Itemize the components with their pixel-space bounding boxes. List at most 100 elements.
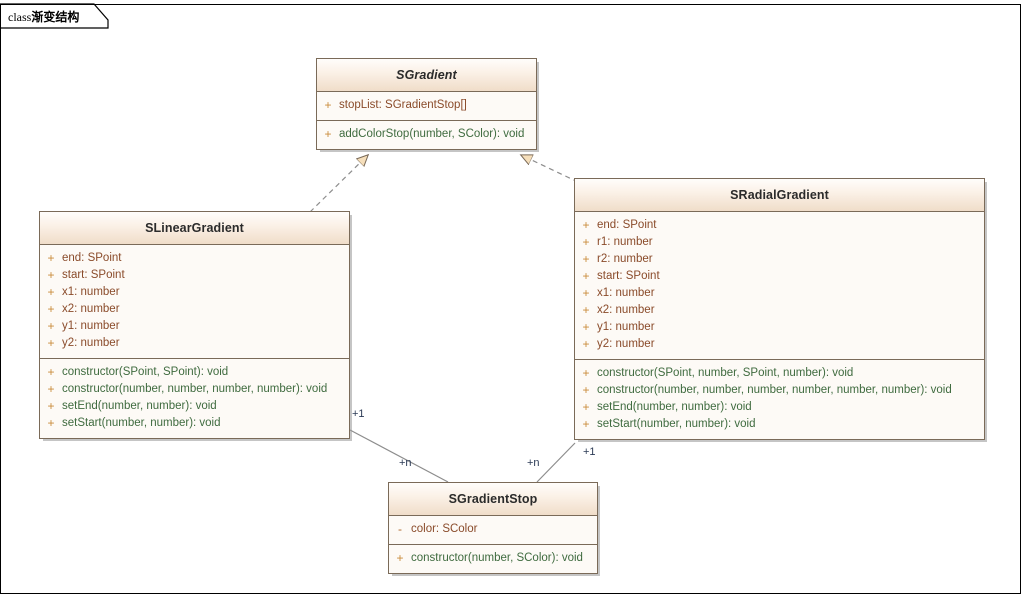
class-attributes-sradialgradient: + end: SPoint + r1: number + r2: number … xyxy=(575,212,984,360)
attribute-row: + y2: number xyxy=(40,335,349,352)
method-row: + addColorStop(number, SColor): void xyxy=(317,126,536,143)
method-label: setStart(number, number): void xyxy=(62,417,221,429)
visibility-marker: - xyxy=(398,522,402,536)
generalization-linear-to-gradient xyxy=(309,155,368,213)
visibility-marker: + xyxy=(582,269,590,283)
visibility-marker: + xyxy=(582,235,590,249)
attribute-row: + y2: number xyxy=(575,336,984,353)
method-label: constructor(number, SColor): void xyxy=(411,552,583,564)
class-methods-slineargradient: + constructor(SPoint, SPoint): void + co… xyxy=(40,359,349,438)
attribute-label: y1: number xyxy=(62,320,120,332)
visibility-marker: + xyxy=(47,302,55,316)
class-title-sradialgradient: SRadialGradient xyxy=(575,179,984,212)
visibility-marker: + xyxy=(582,218,590,232)
attribute-row: + x1: number xyxy=(575,285,984,302)
attribute-row: + end: SPoint xyxy=(40,250,349,267)
method-label: setEnd(number, number): void xyxy=(597,401,752,413)
attribute-row: + x2: number xyxy=(40,301,349,318)
attribute-row: + x2: number xyxy=(575,302,984,319)
class-box-slineargradient[interactable]: SLinearGradient + end: SPoint + start: S… xyxy=(39,211,350,439)
method-row: + setEnd(number, number): void xyxy=(575,399,984,416)
visibility-marker: + xyxy=(582,286,590,300)
attribute-row: + y1: number xyxy=(575,319,984,336)
method-row: + constructor(number, SColor): void xyxy=(389,550,597,567)
visibility-marker: + xyxy=(324,127,332,141)
class-methods-sgradient: + addColorStop(number, SColor): void xyxy=(317,121,536,149)
visibility-marker: + xyxy=(47,382,55,396)
visibility-marker: + xyxy=(582,400,590,414)
method-label: setEnd(number, number): void xyxy=(62,400,217,412)
class-attributes-sgradient: + stopList: SGradientStop[] xyxy=(317,92,536,121)
attribute-label: start: SPoint xyxy=(597,270,660,282)
method-row: + constructor(SPoint, number, SPoint, nu… xyxy=(575,365,984,382)
edge-label-radial-target-multiplicity: +n xyxy=(527,457,540,469)
class-box-sgradientstop[interactable]: SGradientStop - color: SColor + construc… xyxy=(388,482,598,574)
visibility-marker: + xyxy=(47,251,55,265)
edge-label-radial-source-multiplicity: +1 xyxy=(583,446,596,458)
visibility-marker: + xyxy=(582,320,590,334)
visibility-marker: + xyxy=(582,366,590,380)
visibility-marker: + xyxy=(582,252,590,266)
method-row: + constructor(number, number, number, nu… xyxy=(40,381,349,398)
method-label: constructor(number, number, number, numb… xyxy=(62,383,328,395)
class-box-sgradient[interactable]: SGradient + stopList: SGradientStop[] + … xyxy=(316,58,537,150)
diagram-title-latin: class xyxy=(8,9,32,24)
visibility-marker: + xyxy=(582,383,590,397)
method-row: + constructor(SPoint, SPoint): void xyxy=(40,364,349,381)
visibility-marker: + xyxy=(324,98,332,112)
attribute-row: - color: SColor xyxy=(389,521,597,538)
method-label: constructor(number, number, number, numb… xyxy=(597,384,952,396)
class-methods-sgradientstop: + constructor(number, SColor): void xyxy=(389,545,597,573)
attribute-label: y2: number xyxy=(62,337,120,349)
visibility-marker: + xyxy=(47,319,55,333)
attribute-label: color: SColor xyxy=(411,523,478,535)
attribute-label: x1: number xyxy=(597,287,655,299)
visibility-marker: + xyxy=(582,303,590,317)
attribute-label: x2: number xyxy=(62,303,120,315)
class-box-sradialgradient[interactable]: SRadialGradient + end: SPoint + r1: numb… xyxy=(574,178,985,440)
class-attributes-sgradientstop: - color: SColor xyxy=(389,516,597,545)
method-label: constructor(SPoint, SPoint): void xyxy=(62,366,229,378)
visibility-marker: + xyxy=(47,268,55,282)
attribute-row: + x1: number xyxy=(40,284,349,301)
attribute-label: start: SPoint xyxy=(62,269,125,281)
attribute-label: stopList: SGradientStop[] xyxy=(339,99,467,111)
generalization-radial-to-gradient xyxy=(521,155,579,183)
visibility-marker: + xyxy=(582,417,590,431)
attribute-label: y1: number xyxy=(597,321,655,333)
association-linear-to-stop xyxy=(349,429,449,483)
visibility-marker: + xyxy=(47,399,55,413)
class-title-sgradient: SGradient xyxy=(317,59,536,92)
visibility-marker: + xyxy=(47,336,55,350)
visibility-marker: + xyxy=(396,551,404,565)
visibility-marker: + xyxy=(47,416,55,430)
attribute-row: + end: SPoint xyxy=(575,217,984,234)
diagram-title-label: class渐变结构 xyxy=(8,8,79,25)
attribute-row: + start: SPoint xyxy=(40,267,349,284)
attribute-row: + y1: number xyxy=(40,318,349,335)
method-label: setStart(number, number): void xyxy=(597,418,756,430)
method-row: + setEnd(number, number): void xyxy=(40,398,349,415)
attribute-label: y2: number xyxy=(597,338,655,350)
class-title-sgradientstop: SGradientStop xyxy=(389,483,597,516)
edge-label-linear-target-multiplicity: +n xyxy=(399,457,412,469)
method-row: + setStart(number, number): void xyxy=(40,415,349,432)
method-label: addColorStop(number, SColor): void xyxy=(339,128,525,140)
visibility-marker: + xyxy=(47,285,55,299)
association-radial-to-stop xyxy=(536,442,576,483)
method-row: + constructor(number, number, number, nu… xyxy=(575,382,984,399)
attribute-label: r2: number xyxy=(597,253,653,265)
class-methods-sradialgradient: + constructor(SPoint, number, SPoint, nu… xyxy=(575,360,984,439)
attribute-label: r1: number xyxy=(597,236,653,248)
diagram-title-tab-outline xyxy=(0,3,109,29)
attribute-label: end: SPoint xyxy=(597,219,657,231)
diagram-title-cjk: 渐变结构 xyxy=(31,9,80,24)
method-label: constructor(SPoint, number, SPoint, numb… xyxy=(597,367,854,379)
attribute-row: + r1: number xyxy=(575,234,984,251)
attribute-row: + start: SPoint xyxy=(575,268,984,285)
attribute-row: + stopList: SGradientStop[] xyxy=(317,97,536,114)
attribute-label: x2: number xyxy=(597,304,655,316)
edge-label-linear-source-multiplicity: +1 xyxy=(352,408,365,420)
attribute-label: x1: number xyxy=(62,286,120,298)
